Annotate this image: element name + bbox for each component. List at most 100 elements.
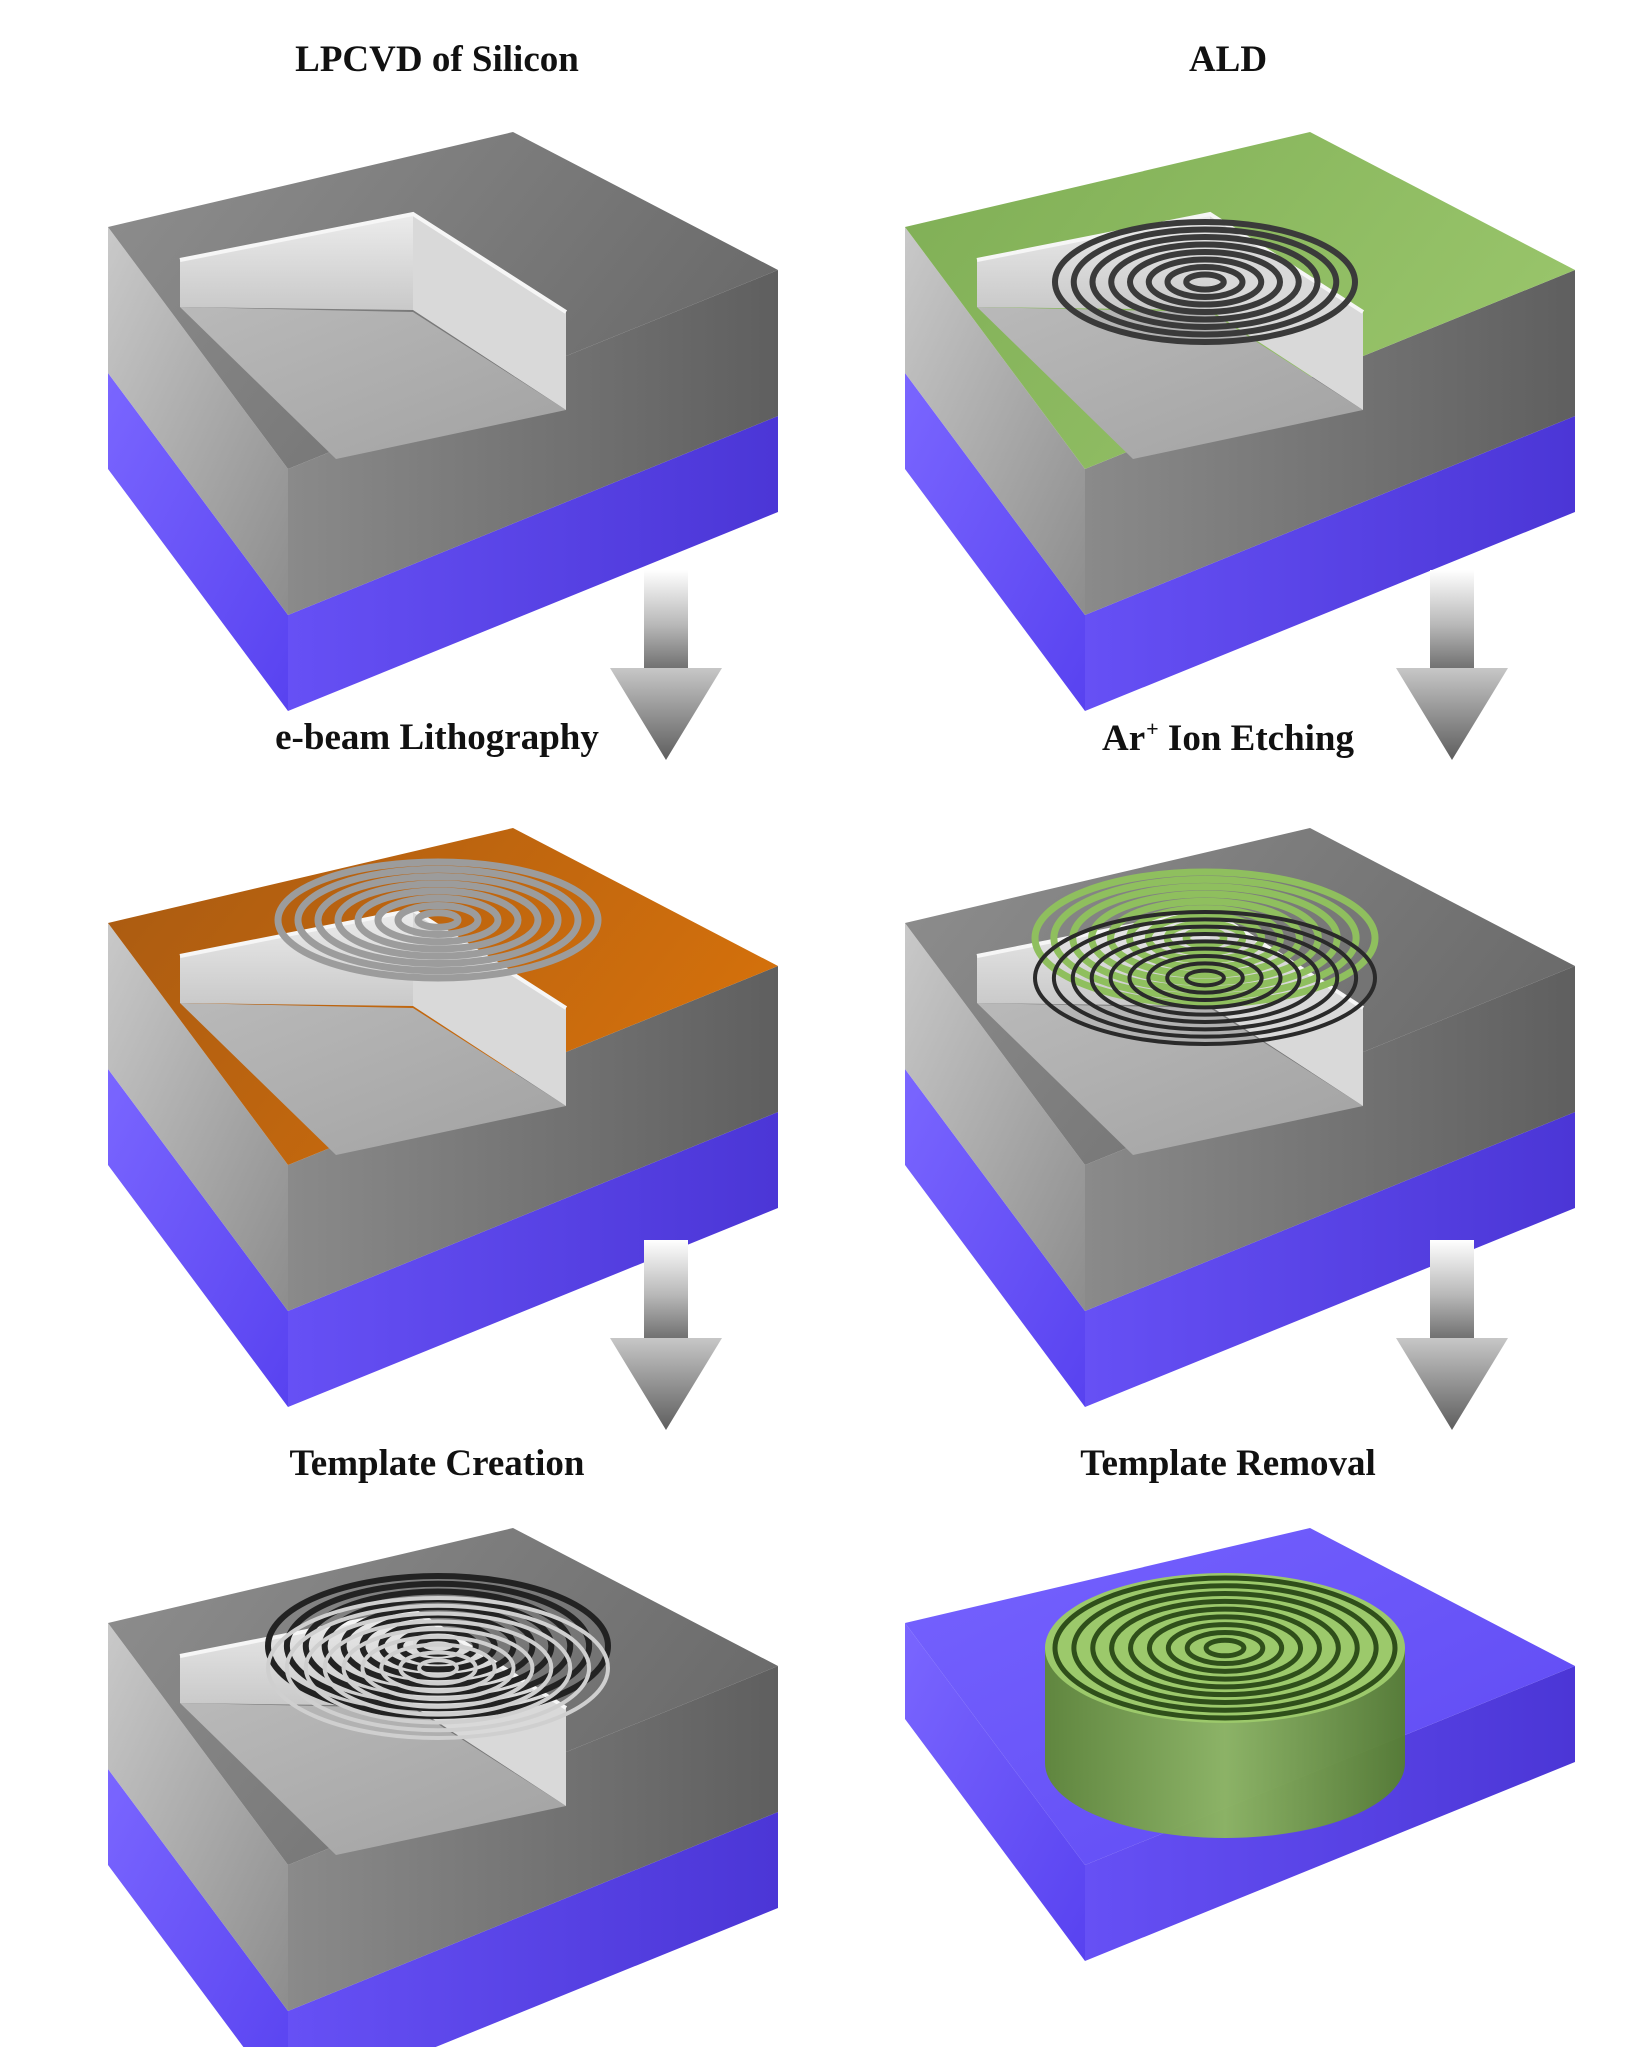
spiral-ring [1165, 1622, 1285, 1674]
arrow-shaft [644, 1240, 688, 1340]
recess-back-wall [180, 910, 413, 1006]
spiral-ring [394, 902, 482, 938]
freestanding-spiral [1052, 1575, 1398, 1721]
silicon-side-face [1085, 966, 1575, 1311]
silicon-front-face [108, 923, 288, 1311]
spiral-ring [1145, 256, 1265, 308]
template-wall-spiral [266, 1596, 610, 1740]
recess-edge-highlight [179, 211, 568, 314]
block-template-removal [905, 1528, 1575, 1961]
block-ald [905, 132, 1575, 711]
substrate-front-face [108, 1069, 288, 1407]
spiral-ring [334, 880, 542, 960]
silicon-front-face [108, 227, 288, 615]
substrate-front-face [905, 1623, 1085, 1961]
arrow-step-4-5 [1396, 570, 1508, 760]
spiral-ring [1033, 910, 1377, 1046]
substrate-side-face [288, 1812, 778, 2047]
substrate-front-face [108, 373, 288, 711]
ion-etching-rest: Ion Etching [1158, 718, 1355, 759]
spiral-ring [1109, 1598, 1341, 1698]
arrow-head [610, 1338, 722, 1430]
substrate-front-face [905, 1069, 1085, 1407]
spiral-ring [322, 1619, 554, 1717]
spiral-ring [314, 873, 562, 967]
recess-back-wall [180, 214, 413, 310]
spiral-ring [1128, 1606, 1322, 1690]
spiral-ring [1070, 226, 1340, 338]
substrate-side-face [288, 416, 778, 711]
step-title-ebeam: e-beam Lithography [275, 717, 599, 758]
spiral-ring [398, 1650, 478, 1686]
arrow-step-1-2 [610, 570, 722, 760]
substrate-side-face [288, 1112, 778, 1407]
silicon-front-face [905, 227, 1085, 615]
step-title-lpcvd: LPCVD of Silicon [295, 39, 579, 80]
block-ion-etching [905, 828, 1575, 1407]
spiral-ring [1071, 1583, 1379, 1713]
silicon-side-face [288, 1666, 778, 2011]
substrate-front-face [108, 1769, 288, 2047]
recess-edge-highlight [976, 211, 1365, 314]
spiral-ring [414, 909, 462, 931]
step-title-ion-etching: Ar+ Ion Etching [1102, 716, 1354, 760]
ion-etching-superscript: + [1146, 716, 1159, 741]
spiral-ring [1108, 939, 1302, 1017]
spiral-ring [1108, 241, 1302, 323]
spiral-ring [354, 887, 522, 953]
spiral-ring [1184, 968, 1226, 988]
spiral-ring [1050, 875, 1360, 1001]
silicon-side-face [288, 270, 778, 615]
spiral-ring [1052, 219, 1358, 345]
spiral-ring [1125, 905, 1285, 971]
spiral-ring [1146, 1614, 1304, 1682]
spiral-ring [1089, 932, 1321, 1024]
silicon-front-face [108, 1623, 288, 2011]
substrate-side-face [1085, 416, 1575, 711]
spiral-ring [1070, 924, 1340, 1032]
resist-spiral [274, 858, 602, 982]
spiral-ring [379, 1642, 497, 1694]
spiral-ring [274, 858, 602, 982]
spiral-ring [1107, 897, 1303, 979]
spiral-ring [360, 1634, 516, 1702]
arrow-shaft [1430, 570, 1474, 670]
spiral-ring [284, 1603, 592, 1733]
spiral-ring [1031, 868, 1379, 1008]
spiral-ring [374, 894, 502, 946]
arrow-shaft [644, 570, 688, 670]
spiral-ring [417, 1658, 459, 1678]
arrow-head [1396, 1338, 1508, 1430]
step-title-template-creation: Template Creation [289, 1443, 585, 1484]
spiral-ring [1127, 946, 1283, 1010]
etched-trench-spiral [1033, 910, 1377, 1046]
silicon-side-face [288, 966, 778, 1311]
block-template-creation [108, 1528, 778, 2047]
arrow-step-5-6 [1396, 1240, 1508, 1430]
substrate-front-face [905, 373, 1085, 711]
recess-floor [977, 307, 1363, 459]
spiral-ring [1183, 271, 1227, 293]
step-title-ald: ALD [1188, 39, 1268, 80]
spiral-ring [1127, 249, 1283, 315]
arrow-head [1396, 668, 1508, 760]
spiral-ring [1051, 917, 1359, 1039]
spiral-ring [1165, 961, 1245, 995]
spiral-ring [266, 1596, 610, 1740]
silicon-side-face [1085, 270, 1575, 615]
arrow-shaft [1430, 1240, 1474, 1340]
spiral-ring [303, 1611, 573, 1725]
recess-floor [180, 1703, 566, 1855]
spiral-ring [294, 865, 582, 975]
spiral-ring [1203, 1637, 1247, 1659]
ald-coated-spiral [1052, 219, 1358, 345]
spiral-ring [1182, 927, 1228, 949]
spiral-ring [1052, 1575, 1398, 1721]
block-lpcvd [108, 132, 778, 711]
spiral-ring [1184, 1629, 1266, 1667]
substrate-side-face [1085, 1112, 1575, 1407]
spiral-ring [341, 1627, 535, 1709]
spiral-ring [1089, 234, 1321, 330]
